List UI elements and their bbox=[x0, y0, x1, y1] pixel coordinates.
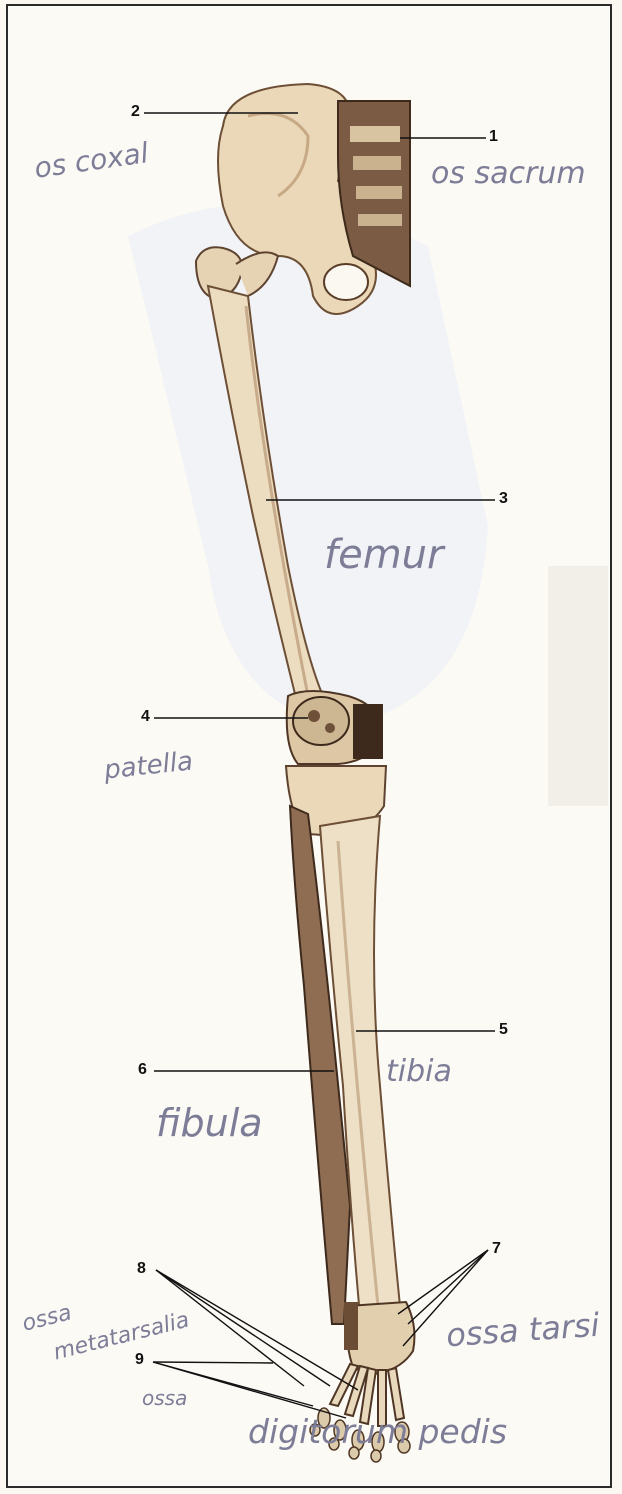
callout-4: 4 bbox=[141, 708, 150, 726]
handwritten-os-sacrum: os sacrum bbox=[431, 156, 586, 191]
callout-3: 3 bbox=[499, 490, 508, 508]
patella-bone bbox=[293, 697, 349, 745]
callout-8: 8 bbox=[137, 1260, 146, 1278]
callout-9: 9 bbox=[135, 1351, 144, 1369]
handwritten-fibula: fibula bbox=[156, 1101, 263, 1145]
leg-skeleton-illustration bbox=[8, 6, 612, 1488]
handwritten-ossa-digitorum-1: ossa bbox=[142, 1386, 187, 1410]
callout-5: 5 bbox=[499, 1021, 508, 1039]
handwritten-femur: femur bbox=[324, 532, 443, 578]
callout-1: 1 bbox=[489, 128, 498, 146]
callout-2: 2 bbox=[131, 103, 140, 121]
callout-7: 7 bbox=[492, 1240, 501, 1258]
handwritten-tibia: tibia bbox=[386, 1054, 452, 1089]
callout-6: 6 bbox=[138, 1061, 147, 1079]
handwritten-ossa-digitorum-2: digitorum pedis bbox=[248, 1412, 507, 1451]
diagram-frame: 2 1 3 4 5 6 8 7 9 os coxal os sacrum fem… bbox=[6, 4, 612, 1488]
